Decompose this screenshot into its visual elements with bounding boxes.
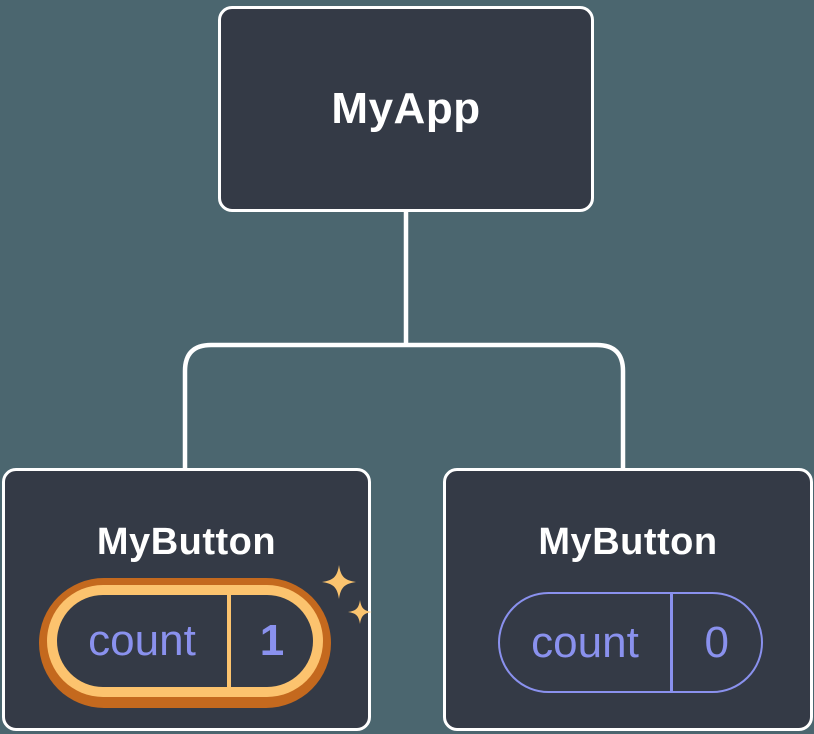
state-pill-divider [227, 595, 231, 687]
state-pill: count 0 [498, 592, 763, 693]
state-name: count [88, 616, 196, 665]
node-label: MyButton [96, 521, 277, 563]
state-pill-highlighted: count 1 [39, 578, 331, 708]
state-value: 1 [259, 616, 285, 665]
state-pill-gold-ring: count 1 [47, 585, 323, 697]
node-mybutton-highlighted: MyButton count 1 [2, 468, 372, 731]
state-value: 0 [704, 617, 729, 667]
node-mybutton-normal: MyButton count 0 [443, 468, 813, 731]
node-root-myapp: MyApp [218, 6, 594, 212]
state-pill-divider [670, 594, 673, 691]
state-pill-core: count 1 [57, 595, 313, 687]
node-label: MyApp [331, 84, 481, 133]
node-label: MyButton [538, 521, 718, 563]
sparkles-icon [322, 565, 372, 624]
state-name: count [531, 617, 639, 667]
connector-branch [182, 342, 626, 470]
